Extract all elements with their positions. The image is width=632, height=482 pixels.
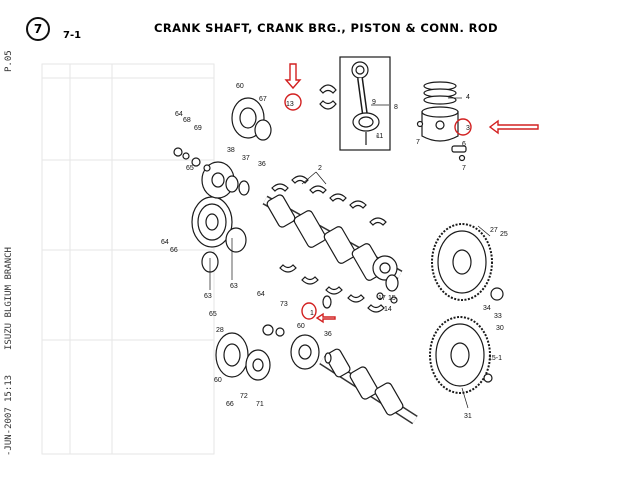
arrow-down-icon xyxy=(284,63,302,90)
part-label: 15 xyxy=(388,295,396,302)
part-label: 8 xyxy=(394,104,398,111)
part-label: 9 xyxy=(372,99,376,106)
part-label: 72 xyxy=(240,393,248,400)
part-label: 11 xyxy=(376,133,383,140)
part-label: 36 xyxy=(258,161,266,168)
part-label: 69 xyxy=(194,125,202,132)
part-label: 64 xyxy=(257,291,265,298)
part-label: 37 xyxy=(242,155,250,162)
leader-lines xyxy=(209,97,491,409)
piston-assembly xyxy=(416,81,467,162)
part-label: 27 xyxy=(490,227,498,234)
page-title: CRANK SHAFT, CRANK BRG., PISTON & CONN. … xyxy=(154,21,498,35)
part-label: 13 xyxy=(286,101,294,108)
part-label: 64 xyxy=(161,239,169,246)
part-label: 15-1 xyxy=(488,355,502,362)
part-label: 7 xyxy=(462,165,466,172)
conn-rod-box xyxy=(339,56,391,151)
highlight-circle-3 xyxy=(454,118,472,136)
highlight-circle-1 xyxy=(301,302,317,320)
part-label: 34 xyxy=(483,305,491,312)
part-label: 68 xyxy=(183,117,191,124)
red-annotations xyxy=(284,63,539,324)
part-label: 63 xyxy=(230,283,238,290)
flywheel-upper xyxy=(431,223,504,301)
part-label: 6 xyxy=(462,141,466,148)
part-label: 33 xyxy=(494,313,502,320)
crankshaft-lower xyxy=(319,348,418,425)
bearings-seals xyxy=(322,274,399,364)
part-label: 67 xyxy=(259,96,267,103)
part-label: 25 xyxy=(500,231,508,238)
highlight-circle-13 xyxy=(284,93,302,111)
crank-pulley-lower xyxy=(215,324,320,381)
flywheel-lower xyxy=(429,316,493,394)
part-label: 31 xyxy=(464,413,472,420)
part-label: 60 xyxy=(236,83,244,90)
arrow-left-icon xyxy=(488,119,539,135)
crankshaft xyxy=(262,194,403,281)
part-label: 1 xyxy=(310,310,314,317)
part-label: 60 xyxy=(297,323,305,330)
part-label: 3 xyxy=(466,125,470,132)
part-label: 63 xyxy=(204,293,212,300)
part-label: 4 xyxy=(466,94,470,101)
part-label: 66 xyxy=(226,401,234,408)
part-label: 66 xyxy=(170,247,178,254)
part-label: 65 xyxy=(186,165,194,172)
part-label: 14 xyxy=(384,306,392,313)
part-label: 30 xyxy=(496,325,504,332)
part-label: 60 xyxy=(214,377,222,384)
part-label: 7 xyxy=(416,139,420,146)
part-label: 71 xyxy=(256,401,264,408)
part-label: 28 xyxy=(216,327,224,334)
arrow-left-small-icon xyxy=(315,312,336,324)
part-label: 38 xyxy=(227,147,235,154)
part-label: 65 xyxy=(209,311,217,318)
crank-pulley xyxy=(173,97,272,273)
part-label: 17 xyxy=(378,295,386,302)
section-number-badge: 7 xyxy=(26,17,50,41)
part-label: 36 xyxy=(324,331,332,338)
part-label: 2 xyxy=(318,165,322,172)
part-label: 73 xyxy=(280,301,288,308)
part-label: 64 xyxy=(175,111,183,118)
section-code: 7-1 xyxy=(63,30,82,41)
main-bearing-shells xyxy=(271,84,387,313)
